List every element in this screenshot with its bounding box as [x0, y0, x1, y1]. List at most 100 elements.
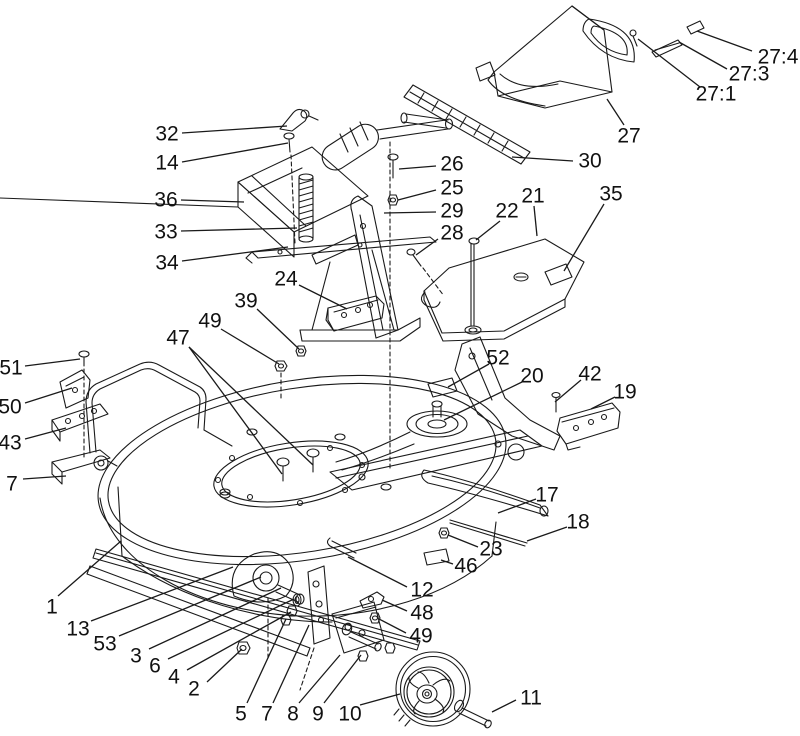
- part-label-39-18: 39: [234, 290, 257, 313]
- frame-arm: [329, 336, 561, 491]
- part-label-49-42: 49: [409, 625, 432, 648]
- spacer-27-4: [686, 20, 705, 35]
- part-label-3-36: 3: [130, 645, 142, 668]
- leader-line-13: [90, 566, 234, 622]
- leader-line-3: [148, 587, 282, 650]
- part-label-49-19: 49: [198, 310, 221, 333]
- leader-line-47: [188, 346, 283, 475]
- part-label-52-25: 52: [486, 347, 509, 370]
- leader-line-1: [57, 540, 122, 597]
- part-label-4-38: 4: [168, 666, 180, 689]
- part-label-27-3-1: 27:3: [729, 63, 770, 86]
- part-label-10-47: 10: [338, 703, 361, 726]
- handle-lever: [279, 108, 319, 132]
- wheel: [393, 651, 471, 727]
- leader-line-35: [563, 203, 605, 272]
- deflector-chute: [475, 5, 635, 109]
- part-label-27-1-2: 27:1: [696, 83, 737, 106]
- leader-line-14: [181, 142, 289, 163]
- leader-line-34: [181, 246, 289, 262]
- deflector-hardware: [629, 20, 705, 58]
- nut-2: [236, 641, 251, 655]
- leader-line-12: [347, 556, 408, 588]
- leader-line-43: [24, 427, 67, 440]
- part-label-47-20: 47: [166, 327, 189, 350]
- part-label-7-44: 7: [261, 703, 273, 726]
- leader-line-48: [381, 599, 408, 612]
- handle-assembly: [321, 112, 454, 171]
- leader-line-49: [378, 618, 407, 634]
- part-label-48-41: 48: [410, 602, 433, 625]
- leader-line-22: [475, 220, 501, 241]
- leader-line-17: [497, 498, 537, 514]
- part-label-27-3: 27: [617, 125, 640, 148]
- leader-line-27-3: [678, 41, 728, 70]
- handle-grip: [321, 123, 379, 171]
- belt-keeper-12: [326, 537, 357, 559]
- part-label-26-10: 26: [440, 153, 463, 176]
- part-label-2-39: 2: [188, 678, 200, 701]
- part-label-42-27: 42: [578, 363, 601, 386]
- leader-line-2: [206, 648, 243, 683]
- leader-line-50: [24, 387, 73, 404]
- adjuster-plate: [307, 565, 331, 645]
- mower-deck: [97, 374, 507, 623]
- baffle: [245, 236, 437, 264]
- bracket-50: [59, 369, 91, 409]
- part-label-8-45: 8: [287, 703, 299, 726]
- part-label-29-12: 29: [440, 200, 463, 223]
- part-label-6-37: 6: [149, 655, 161, 678]
- leader-line-47: [188, 346, 314, 466]
- part-label-25-11: 25: [440, 177, 463, 200]
- part-label-7-24: 7: [6, 473, 18, 496]
- leader-line-8: [298, 654, 341, 704]
- part-label-30-4: 30: [578, 150, 601, 173]
- part-label-9-46: 9: [312, 703, 324, 726]
- part-label-51-21: 51: [0, 357, 23, 380]
- screw-51: [78, 350, 90, 461]
- part-label-46-32: 46: [454, 555, 477, 578]
- screw-42: [551, 391, 561, 413]
- part-label-20-26: 20: [520, 365, 543, 388]
- leader-line-51: [24, 358, 81, 367]
- leader-line-5: [246, 618, 287, 704]
- part-label-53-35: 53: [93, 633, 116, 656]
- leader-line-24: [298, 284, 348, 310]
- handle-mount-bracket: [299, 195, 421, 342]
- leader-line-18: [526, 526, 568, 542]
- part-label-43-23: 43: [0, 432, 22, 455]
- part-label-35-16: 35: [599, 183, 622, 206]
- leader-line-7: [22, 475, 67, 480]
- screw-27-1: [629, 29, 637, 37]
- spring: [298, 173, 314, 243]
- bolt-26: [387, 153, 399, 179]
- part-label-13-34: 13: [66, 618, 89, 641]
- part-label-28-13: 28: [440, 222, 463, 245]
- part-label-50-22: 50: [0, 396, 22, 419]
- adjustment-rack: [403, 84, 531, 165]
- rod-18: [449, 519, 528, 547]
- part-label-18-30: 18: [566, 511, 589, 534]
- nut-23: [438, 527, 450, 539]
- leader-line-27-4: [696, 30, 753, 52]
- decal-35: [544, 263, 573, 286]
- guard-17: [421, 469, 549, 517]
- leader-line-36: [180, 199, 245, 203]
- part-label-23-31: 23: [479, 538, 502, 561]
- line-art: [0, 5, 705, 729]
- leader-line-33: [180, 227, 298, 232]
- leader-line-29: [383, 211, 437, 214]
- cam-housing-53: [231, 551, 294, 603]
- bracket-19: [556, 402, 621, 451]
- screw-14: [283, 132, 296, 245]
- leader-line-42: [554, 379, 582, 403]
- part-label-24-17: 24: [274, 268, 298, 291]
- leader-line-11: [491, 699, 517, 713]
- part-label-1-33: 1: [46, 596, 58, 619]
- part-label-33-8: 33: [154, 221, 177, 244]
- leader-line-25: [397, 189, 437, 201]
- part-label-27-4-0: 27:4: [758, 46, 799, 69]
- bolt-11: [453, 699, 492, 729]
- leader-line-30: [511, 156, 574, 162]
- nut-49-upper: [274, 360, 288, 401]
